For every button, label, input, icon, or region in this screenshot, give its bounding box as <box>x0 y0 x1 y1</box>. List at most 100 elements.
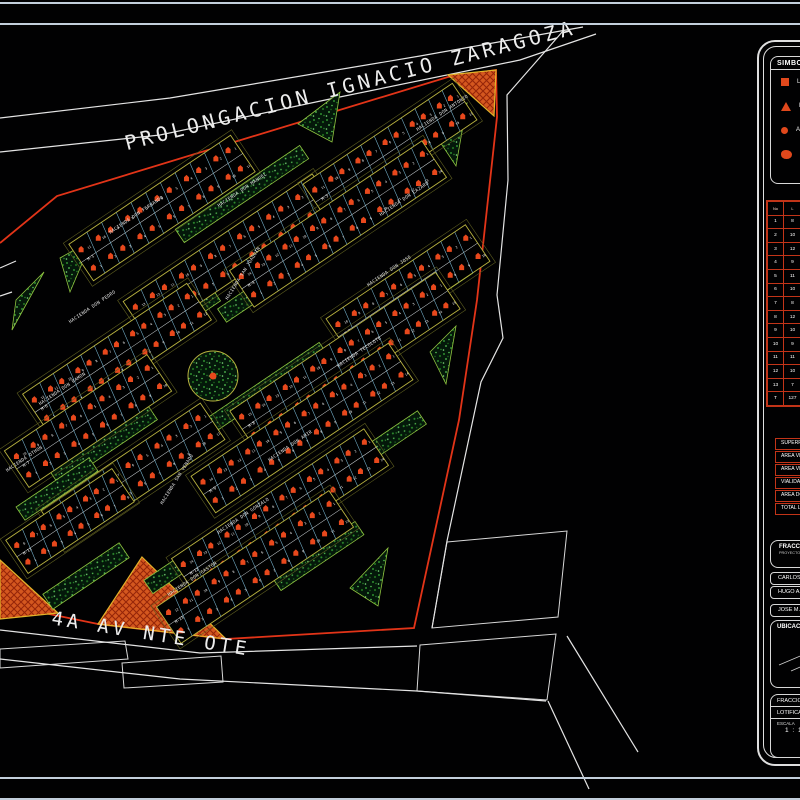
svg-text:5: 5 <box>257 224 261 228</box>
svg-text:3: 3 <box>128 244 132 248</box>
svg-text:1: 1 <box>234 147 238 151</box>
svg-text:9: 9 <box>467 263 471 267</box>
svg-text:5: 5 <box>107 377 111 381</box>
general-table-row: AREA VENDIBLE <box>775 451 800 463</box>
svg-text:9: 9 <box>162 340 166 344</box>
svg-text:6: 6 <box>399 283 403 287</box>
svg-text:3: 3 <box>340 458 344 462</box>
panel-border-outer <box>757 40 800 766</box>
areas-table-cell: 2 <box>766 228 784 243</box>
svg-text:1: 1 <box>190 294 194 298</box>
svg-text:1: 1 <box>203 414 207 418</box>
svg-text:4: 4 <box>326 468 330 472</box>
svg-text:7: 7 <box>158 472 162 476</box>
svg-text:5: 5 <box>413 273 417 277</box>
legend-item-label: AREA VERDE <box>796 127 800 133</box>
svg-text:1: 1 <box>392 354 396 358</box>
svg-text:5: 5 <box>158 224 162 228</box>
svg-text:M-13: M-13 <box>174 614 185 624</box>
info-lotificacion: LOTIFICACION <box>771 707 800 719</box>
svg-text:M-11: M-11 <box>22 546 33 556</box>
svg-text:14: 14 <box>438 169 443 175</box>
areas-table-cell: 10 <box>783 364 800 379</box>
neighbor-parcel <box>0 640 129 669</box>
svg-text:9: 9 <box>187 452 191 456</box>
legend-item-corner-lot: LOTE ESQUINA <box>771 94 800 118</box>
svg-text:11: 11 <box>230 531 235 537</box>
svg-text:5: 5 <box>62 514 66 518</box>
svg-text:3: 3 <box>429 113 433 117</box>
svg-text:11: 11 <box>170 282 175 288</box>
svg-text:10: 10 <box>481 253 486 259</box>
svg-text:1: 1 <box>456 94 460 98</box>
legend-item-label: LOTE TIPO <box>797 79 800 85</box>
svg-text:3: 3 <box>364 373 368 377</box>
svg-text:2: 2 <box>47 549 51 553</box>
svg-text:2: 2 <box>425 293 429 297</box>
svg-text:4: 4 <box>427 264 431 268</box>
svg-text:10: 10 <box>334 176 339 182</box>
neighbor-parcel <box>416 633 557 701</box>
svg-text:5: 5 <box>136 331 140 335</box>
svg-text:1: 1 <box>367 440 371 444</box>
project-subtitle: PROYECTO <box>779 551 800 555</box>
svg-text:5: 5 <box>244 588 248 592</box>
author-row-1: CARLOS <box>770 572 800 585</box>
title-block-panel: SIMBOLOGIA LOTE TIPO LOTE ESQUINA AREA V… <box>755 38 800 768</box>
svg-text:3: 3 <box>89 496 93 500</box>
svg-text:6: 6 <box>260 550 264 554</box>
svg-text:4: 4 <box>73 531 77 535</box>
svg-text:8: 8 <box>343 348 347 352</box>
svg-text:11: 11 <box>302 375 307 381</box>
svg-text:12: 12 <box>216 541 221 547</box>
svg-text:7: 7 <box>117 473 121 477</box>
svg-text:13: 13 <box>424 178 429 184</box>
svg-text:5: 5 <box>277 458 281 462</box>
svg-text:3: 3 <box>204 166 208 170</box>
svg-text:8: 8 <box>172 462 176 466</box>
svg-text:8: 8 <box>319 430 323 434</box>
svg-text:9: 9 <box>441 131 445 135</box>
svg-text:9: 9 <box>316 226 320 230</box>
general-table: SUPERFICIE TOTALAREA VENDIBLEAREA VERDEV… <box>775 438 800 517</box>
svg-text:M-1: M-1 <box>86 253 95 262</box>
lot-square-icon <box>781 78 789 86</box>
neighbor-parcel <box>431 530 568 629</box>
areas-table-cell: 1 <box>766 214 784 230</box>
svg-text:6: 6 <box>226 272 230 276</box>
svg-text:14: 14 <box>261 402 266 408</box>
svg-text:M-9: M-9 <box>208 485 217 494</box>
svg-text:7: 7 <box>145 206 149 210</box>
donation-area-blob-icon <box>781 149 792 159</box>
svg-text:6: 6 <box>122 340 126 344</box>
svg-text:9: 9 <box>301 549 305 553</box>
svg-text:1: 1 <box>52 414 56 418</box>
svg-text:8: 8 <box>22 541 26 545</box>
lot-block: 14113212311410596877869510411312213114M-… <box>185 337 419 519</box>
svg-text:2: 2 <box>301 195 305 199</box>
svg-text:12: 12 <box>203 311 208 317</box>
svg-text:4: 4 <box>230 598 234 602</box>
svg-text:7: 7 <box>134 359 138 363</box>
svg-text:5: 5 <box>402 131 406 135</box>
location-sketch <box>778 655 800 672</box>
street-edge-line <box>0 26 584 119</box>
areas-table-cell: 10 <box>783 323 800 338</box>
svg-text:8: 8 <box>214 254 218 258</box>
svg-text:5: 5 <box>314 253 318 257</box>
areas-table: NoLSUPERFICIEFRENTEFONDO18450.0010.0045.… <box>766 200 800 407</box>
svg-text:11: 11 <box>251 448 256 454</box>
svg-text:8: 8 <box>453 273 457 277</box>
svg-text:7: 7 <box>343 207 347 211</box>
svg-text:7: 7 <box>36 532 40 536</box>
info-fraccionamiento: FRACCIONAMIENTO <box>771 695 800 707</box>
svg-text:2: 2 <box>177 304 181 308</box>
svg-text:10: 10 <box>316 365 321 371</box>
svg-text:12: 12 <box>352 476 357 482</box>
svg-text:8: 8 <box>329 217 333 221</box>
svg-text:2: 2 <box>201 617 205 621</box>
svg-text:12: 12 <box>155 292 160 298</box>
svg-text:11: 11 <box>189 321 194 327</box>
svg-text:6: 6 <box>172 214 176 218</box>
svg-text:1: 1 <box>332 502 336 506</box>
